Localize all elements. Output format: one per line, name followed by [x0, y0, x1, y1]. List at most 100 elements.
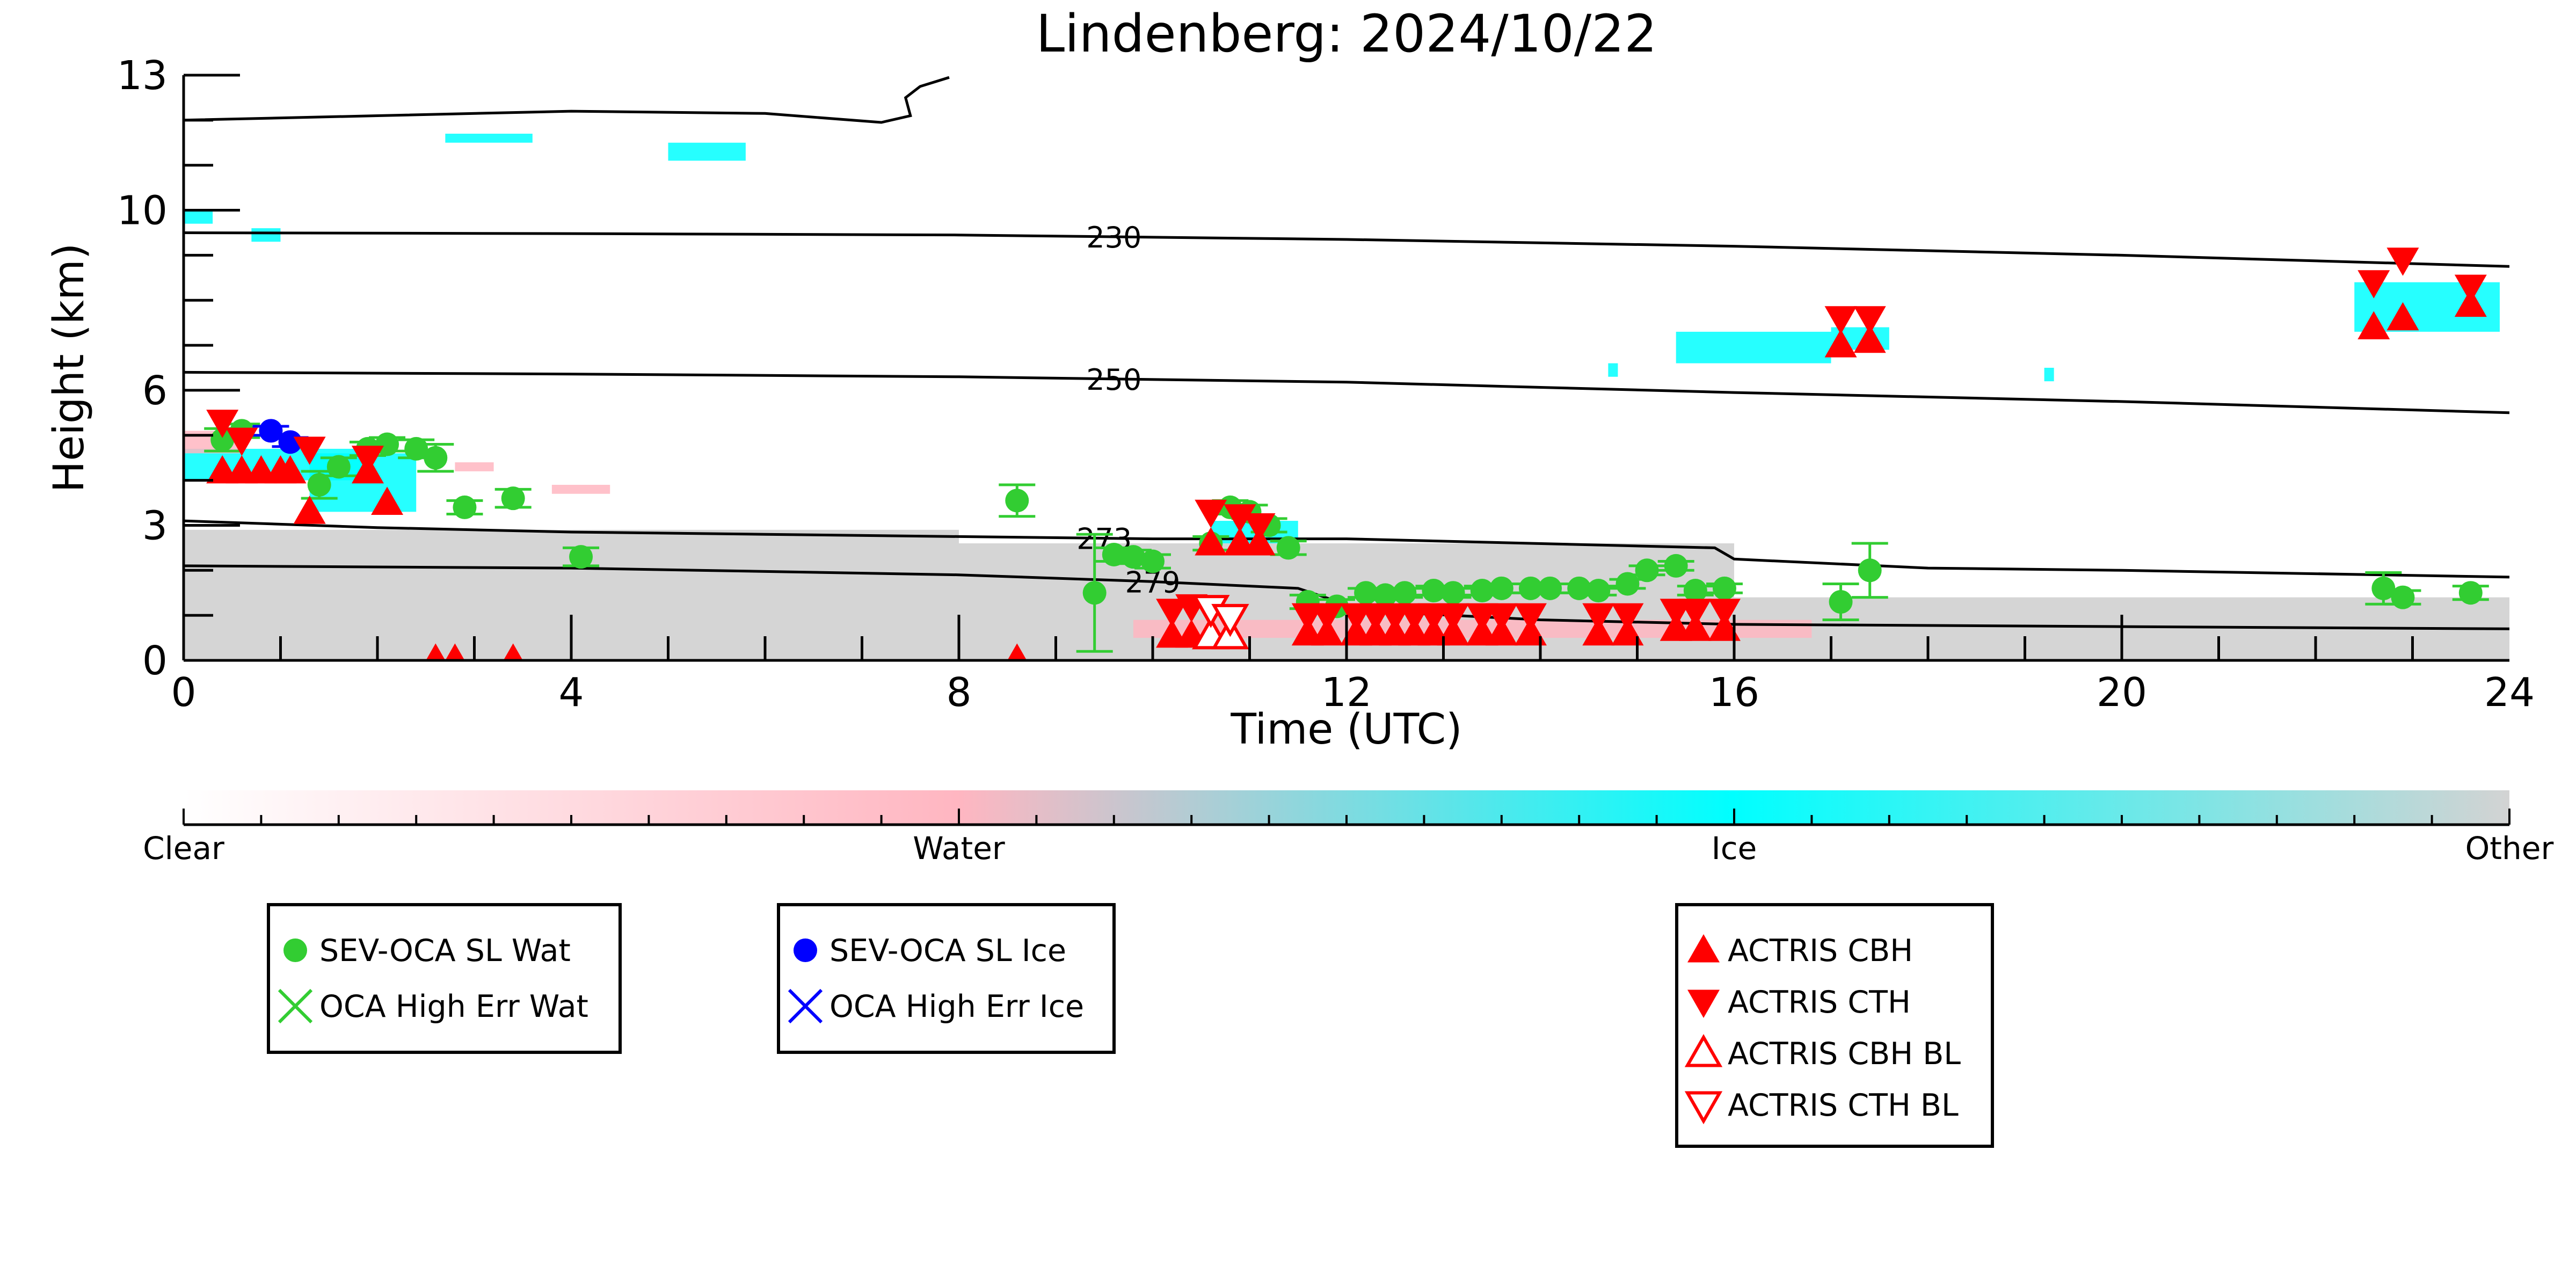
- data-point: [1611, 603, 1644, 632]
- data-point: [210, 428, 235, 452]
- bg-region-ice: [1676, 331, 1831, 363]
- data-point: [1712, 576, 1736, 600]
- data-point: [1829, 590, 1853, 614]
- x-tick-label: 8: [946, 670, 971, 716]
- data-point: [2458, 581, 2483, 605]
- contour-label: 230: [1086, 221, 1141, 254]
- colorbar-label: Ice: [1712, 830, 1757, 867]
- data-point: [424, 446, 448, 470]
- data-point: [1437, 603, 1469, 632]
- legend-label: OCA High Err Wat: [319, 989, 588, 1024]
- data-point: [2371, 576, 2396, 600]
- contour-line: [184, 231, 2509, 268]
- y-axis-label: Height (km): [45, 243, 93, 493]
- legend-marker: [278, 988, 313, 1024]
- legend-label: OCA High Err Ice: [829, 989, 1084, 1024]
- data-point: [307, 473, 331, 497]
- data-point: [1587, 579, 1611, 603]
- data-series: [204, 248, 2489, 660]
- data-point: [569, 545, 593, 569]
- x-tick-label: 16: [1709, 670, 1759, 716]
- bg-region-ice: [1608, 363, 1618, 377]
- data-point: [501, 486, 525, 511]
- data-point: [1824, 329, 1857, 358]
- data-point: [1679, 599, 1712, 627]
- y-tick-label: 13: [117, 53, 168, 99]
- data-point: [293, 436, 326, 465]
- y-tick-label: 0: [142, 638, 168, 684]
- bg-region-ice: [2044, 368, 2054, 382]
- bg-region-water: [551, 485, 610, 494]
- data-point: [1195, 527, 1227, 556]
- colorbar-label: Other: [2465, 830, 2554, 867]
- y-tick-label: 6: [142, 368, 168, 414]
- data-point: [1518, 576, 1542, 600]
- y-tick-label: 3: [142, 503, 168, 549]
- chart-title: Lindenberg: 2024/10/22: [1036, 4, 1657, 64]
- data-point: [1121, 545, 1145, 569]
- y-tick-label: 10: [117, 188, 168, 234]
- x-tick-label: 0: [171, 670, 196, 716]
- bg-region-ice: [184, 210, 213, 224]
- data-point: [1538, 576, 1562, 600]
- data-point: [1082, 581, 1107, 605]
- series-actris-cth-bl: [1192, 595, 1249, 637]
- data-point: [1243, 513, 1276, 542]
- legend-label: ACTRIS CTH: [1728, 985, 1911, 1020]
- data-point: [1853, 306, 1886, 334]
- data-point: [2454, 274, 2487, 303]
- colorbar: Clear Water Ice Other: [143, 790, 2553, 867]
- data-point: [206, 410, 239, 438]
- data-point: [1664, 554, 1688, 578]
- series-actris-cth: [206, 248, 2487, 632]
- legend-label: ACTRIS CBH: [1728, 933, 1913, 969]
- bg-region-water: [455, 462, 494, 471]
- data-point: [1853, 324, 1886, 353]
- data-point: [1489, 576, 1513, 600]
- data-point: [293, 496, 326, 524]
- legend-label: ACTRIS CTH BL: [1728, 1088, 1959, 1123]
- contour-line: [184, 519, 2509, 579]
- contour-line: [184, 76, 950, 124]
- data-point: [2391, 585, 2415, 609]
- contour-label: 250: [1086, 363, 1141, 397]
- data-point: [278, 430, 302, 454]
- colorbar-label: Clear: [143, 830, 224, 867]
- data-point: [1007, 643, 1027, 660]
- legend-marker: [1684, 1034, 1723, 1067]
- legend-frame: [1675, 903, 1994, 1148]
- data-point: [1635, 558, 1659, 583]
- data-point: [2386, 302, 2419, 331]
- data-point: [1276, 536, 1300, 560]
- legend-box: ACTRIS CBH ACTRIS CTH ACTRIS CBH BL ACTRIS …: [1675, 903, 1994, 1148]
- data-point: [1393, 581, 1417, 605]
- legend-label: SEV-OCA SL Wat: [319, 933, 571, 969]
- data-point: [2386, 248, 2419, 276]
- x-tick-label: 4: [558, 670, 584, 716]
- bg-region-ice: [668, 142, 746, 161]
- data-point: [351, 446, 384, 474]
- data-point: [426, 643, 446, 660]
- data-point: [225, 427, 258, 456]
- data-point: [1195, 499, 1227, 528]
- legend-frame: [267, 903, 622, 1054]
- x-axis-label: Time (UTC): [1230, 705, 1462, 754]
- colorbar-label: Water: [913, 830, 1005, 867]
- legend-marker: [1687, 989, 1720, 1018]
- data-point: [1224, 504, 1256, 533]
- x-tick-label: 24: [2484, 670, 2535, 716]
- data-point: [445, 643, 465, 660]
- legend-label: ACTRIS CBH BL: [1728, 1036, 1961, 1072]
- legend-marker: [788, 988, 823, 1024]
- legend-marker: [283, 938, 307, 962]
- data-point: [1514, 603, 1547, 632]
- data-point: [503, 643, 523, 660]
- legend-label: SEV-OCA SL Ice: [829, 933, 1066, 969]
- data-point: [404, 436, 428, 461]
- data-point: [274, 455, 307, 484]
- data-point: [326, 455, 351, 479]
